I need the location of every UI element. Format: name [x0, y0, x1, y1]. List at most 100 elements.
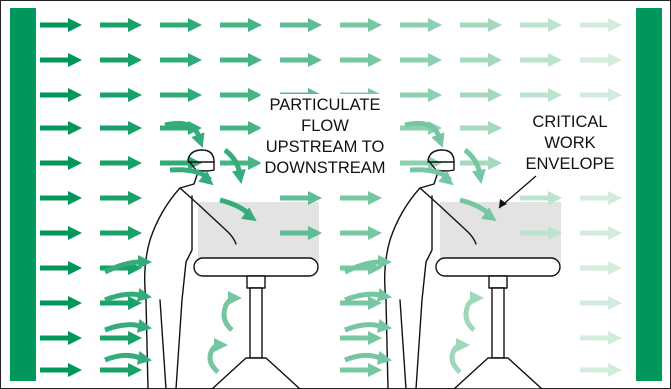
airflow-arrow [400, 18, 442, 32]
workbench-table-1 [193, 257, 319, 389]
airflow-arrow [520, 88, 562, 102]
airflow-arrow [580, 331, 622, 345]
airflow-arrow [100, 156, 142, 170]
envelope-label-line-3: ENVELOPE [526, 155, 615, 173]
airflow-arrow [100, 18, 142, 32]
curved-airflow-arrow [103, 259, 141, 275]
worker-1-leg [159, 299, 167, 389]
table-2-collar [488, 275, 508, 289]
table-2-top [435, 257, 561, 277]
curved-airflow-arrow-head [191, 132, 205, 148]
recirculation-arrow-head [228, 291, 242, 305]
envelope-leader-arrowhead [499, 199, 507, 208]
envelope-leader-line [498, 175, 537, 209]
airflow-arrow [40, 296, 82, 310]
airflow-arrow [100, 121, 142, 135]
airflow-arrow [100, 363, 142, 377]
worker-2-leg [399, 299, 407, 389]
curved-airflow-arrow-head [438, 170, 454, 186]
curved-airflow-arrow-head [136, 288, 152, 302]
table-1-collar [246, 275, 266, 289]
flow-label-line-1: PARTICULATE [270, 96, 381, 114]
curved-airflow-arrow-head [481, 207, 497, 222]
curved-airflow-group [103, 120, 497, 374]
airflow-arrow [340, 296, 382, 310]
flow-label-line-3: UPSTREAM TO [266, 138, 385, 156]
left-filter-wall [10, 8, 36, 381]
airflow-arrow [280, 53, 322, 67]
envelope-label-line-2: WORK [544, 134, 595, 152]
worker-figure-1 [143, 149, 237, 389]
airflow-arrow [40, 261, 82, 275]
worker-1-front [175, 195, 193, 389]
table-1-base [211, 357, 301, 389]
worker-2-head [427, 149, 455, 172]
airflow-arrow [40, 156, 82, 170]
airflow-arrow [40, 191, 82, 205]
recirculation-arrow-head [470, 291, 484, 305]
airflow-arrow [460, 121, 502, 135]
table-2-post [491, 287, 505, 359]
airflow-arrow [280, 18, 322, 32]
airflow-arrow [40, 88, 82, 102]
airflow-arrow [580, 296, 622, 310]
recirculation-arrow-head [456, 338, 470, 352]
worker-1-back [143, 171, 199, 389]
flow-label-line-2: FLOW [301, 117, 349, 135]
curved-airflow-arrow-head [241, 207, 257, 222]
airflow-arrow [580, 191, 622, 205]
label-background [521, 111, 619, 175]
airflow-arrow [340, 331, 382, 345]
curved-airflow-arrow-head [376, 288, 392, 302]
airflow-arrow [220, 53, 262, 67]
airflow-arrow [40, 18, 82, 32]
airflow-arrow [40, 363, 82, 377]
curved-airflow-arrow-head [378, 255, 392, 269]
airflow-arrow [520, 226, 562, 240]
airflow-arrow [400, 88, 442, 102]
airflow-arrow [460, 53, 502, 67]
airflow-arrow [40, 331, 82, 345]
airflow-arrow-grid [40, 18, 622, 377]
table-2-base [453, 357, 543, 389]
workbench-table-2 [435, 257, 561, 389]
airflow-arrow [520, 18, 562, 32]
right-filter-wall [636, 8, 662, 381]
airflow-arrow [580, 226, 622, 240]
airflow-arrow [340, 363, 382, 377]
worker-1-arm [179, 187, 237, 245]
worker-figure-2 [383, 149, 477, 389]
airflow-arrow [280, 226, 322, 240]
airflow-arrow [100, 191, 142, 205]
airflow-arrow [220, 88, 262, 102]
airflow-arrow [160, 53, 202, 67]
worker-2-back [383, 171, 439, 389]
worker-1-head [187, 149, 215, 172]
airflow-arrow [160, 88, 202, 102]
airflow-arrow [340, 18, 382, 32]
label-background [260, 94, 390, 179]
airflow-arrow [280, 191, 322, 205]
airflow-arrow [580, 261, 622, 275]
table-1-top [193, 257, 319, 277]
curved-airflow-arrow [104, 352, 141, 363]
worker-group [143, 149, 561, 389]
envelope-label-line-1: CRITICAL [532, 113, 607, 131]
airflow-arrow [40, 121, 82, 135]
airflow-arrow [580, 18, 622, 32]
airflow-arrow [580, 88, 622, 102]
airflow-arrow [160, 18, 202, 32]
airflow-arrow [580, 53, 622, 67]
curved-airflow-arrow-head [431, 132, 445, 148]
curved-airflow-arrow [344, 352, 381, 363]
airflow-arrow [100, 226, 142, 240]
airflow-arrow [460, 18, 502, 32]
critical-work-envelope-label: CRITICAL WORK ENVELOPE [521, 111, 619, 175]
recirculation-arrow-head [214, 338, 228, 352]
airflow-arrow [40, 226, 82, 240]
curved-airflow-arrow [344, 322, 381, 333]
airflow-arrow [100, 88, 142, 102]
airflow-arrow [220, 18, 262, 32]
